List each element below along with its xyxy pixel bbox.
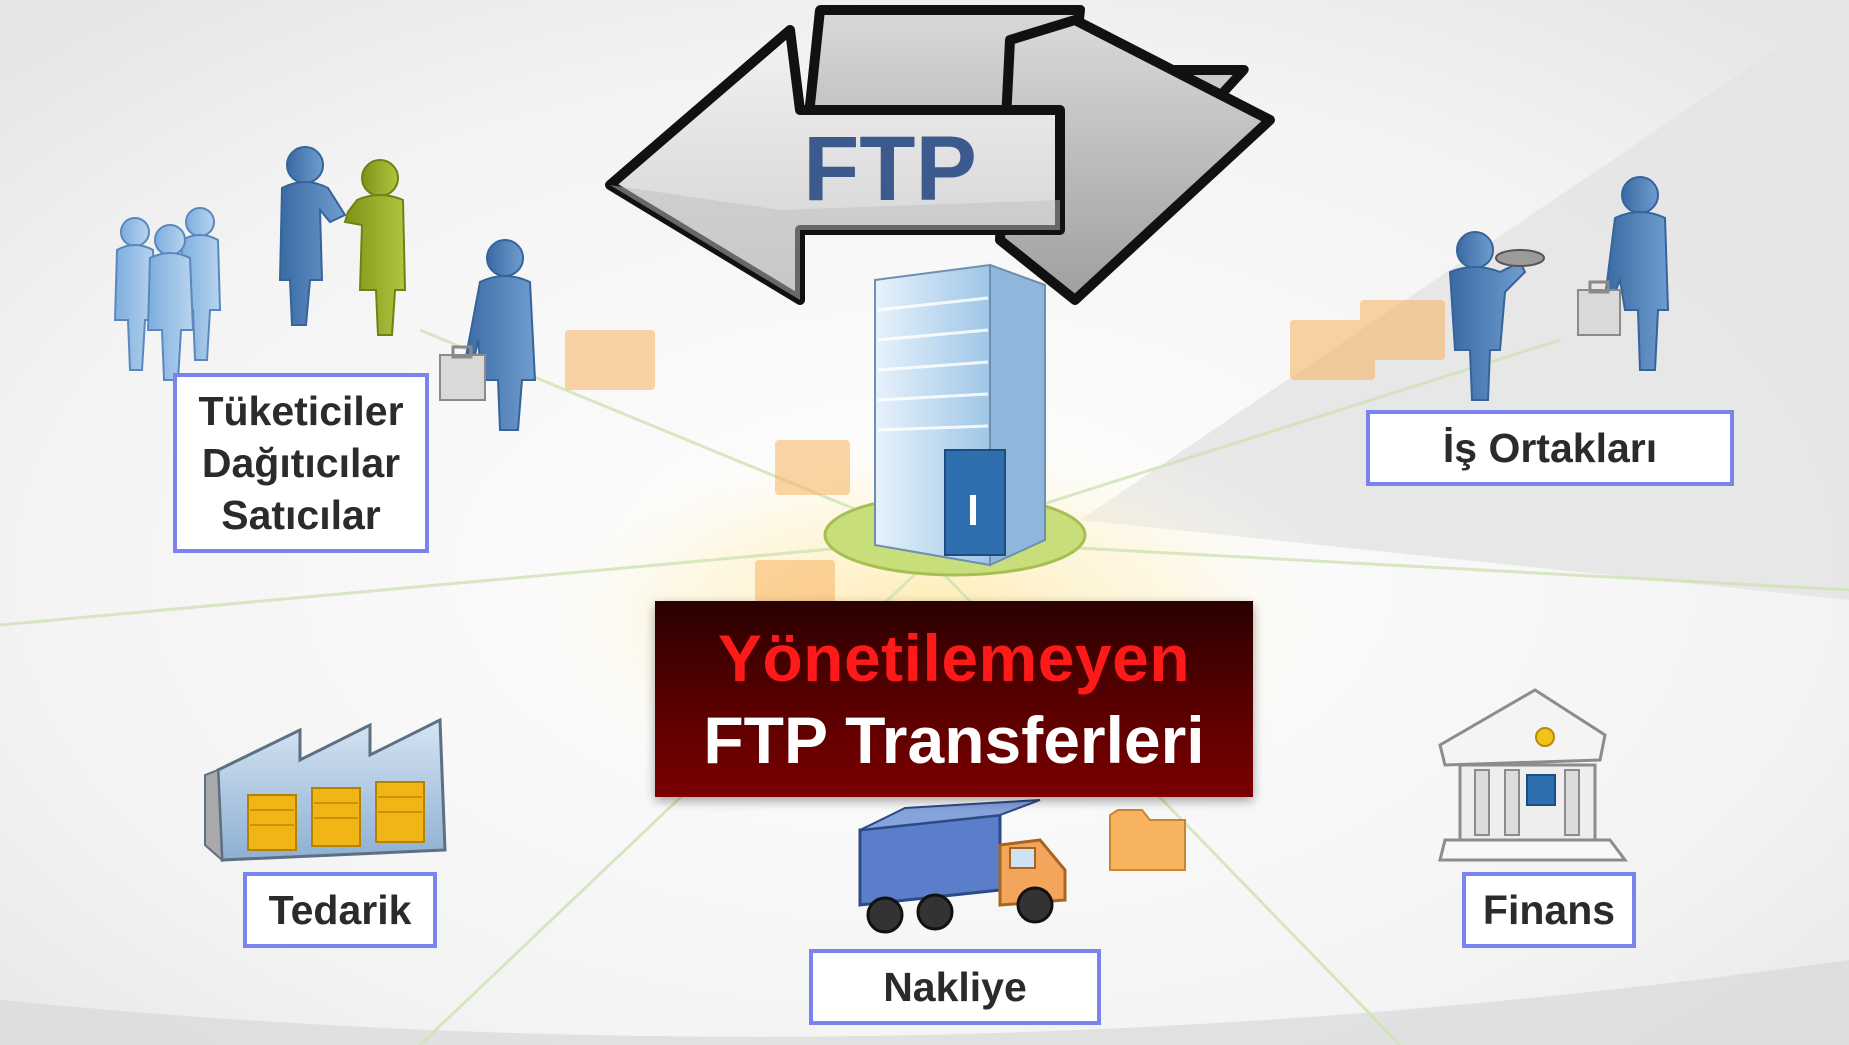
folder-icon — [565, 300, 1445, 610]
truck-icon — [858, 799, 1067, 934]
label-finance-text: Finans — [1482, 887, 1616, 933]
label-consumers-line3: Satıcılar — [221, 492, 381, 538]
bank-icon — [1438, 688, 1628, 862]
businessman-icon — [1577, 176, 1670, 371]
banner-title-line2: FTP Transferleri — [703, 703, 1205, 777]
label-supply: Tedarik — [243, 872, 437, 948]
label-consumers-line1: Tüketiciler — [198, 388, 404, 434]
businessman-icon — [439, 239, 537, 431]
folder-icon — [1109, 809, 1186, 871]
waiter-icon — [1448, 231, 1545, 401]
banner-title-line1: Yönetilemeyen — [717, 621, 1191, 695]
office-building-icon — [823, 263, 1087, 577]
label-shipping-text: Nakliye — [883, 964, 1027, 1010]
factory-icon — [204, 717, 447, 863]
label-partners: İş Ortakları — [1366, 410, 1734, 486]
background-bottom-shadow — [0, 960, 1849, 1045]
handshake-icon — [278, 146, 407, 336]
double-arrow-icon — [605, 5, 1275, 305]
label-consumers-line2: Dağıtıcılar — [201, 440, 401, 486]
people-group-icon — [113, 207, 222, 381]
label-supply-text: Tedarik — [268, 887, 412, 933]
center-banner: Yönetilemeyen FTP Transferleri — [655, 601, 1253, 797]
label-consumers: Tüketiciler Dağıtıcılar Satıcılar — [173, 373, 429, 553]
label-shipping: Nakliye — [809, 949, 1101, 1025]
label-partners-text: İş Ortakları — [1442, 425, 1658, 471]
arrow-label: FTP — [803, 118, 977, 220]
label-finance: Finans — [1462, 872, 1636, 948]
